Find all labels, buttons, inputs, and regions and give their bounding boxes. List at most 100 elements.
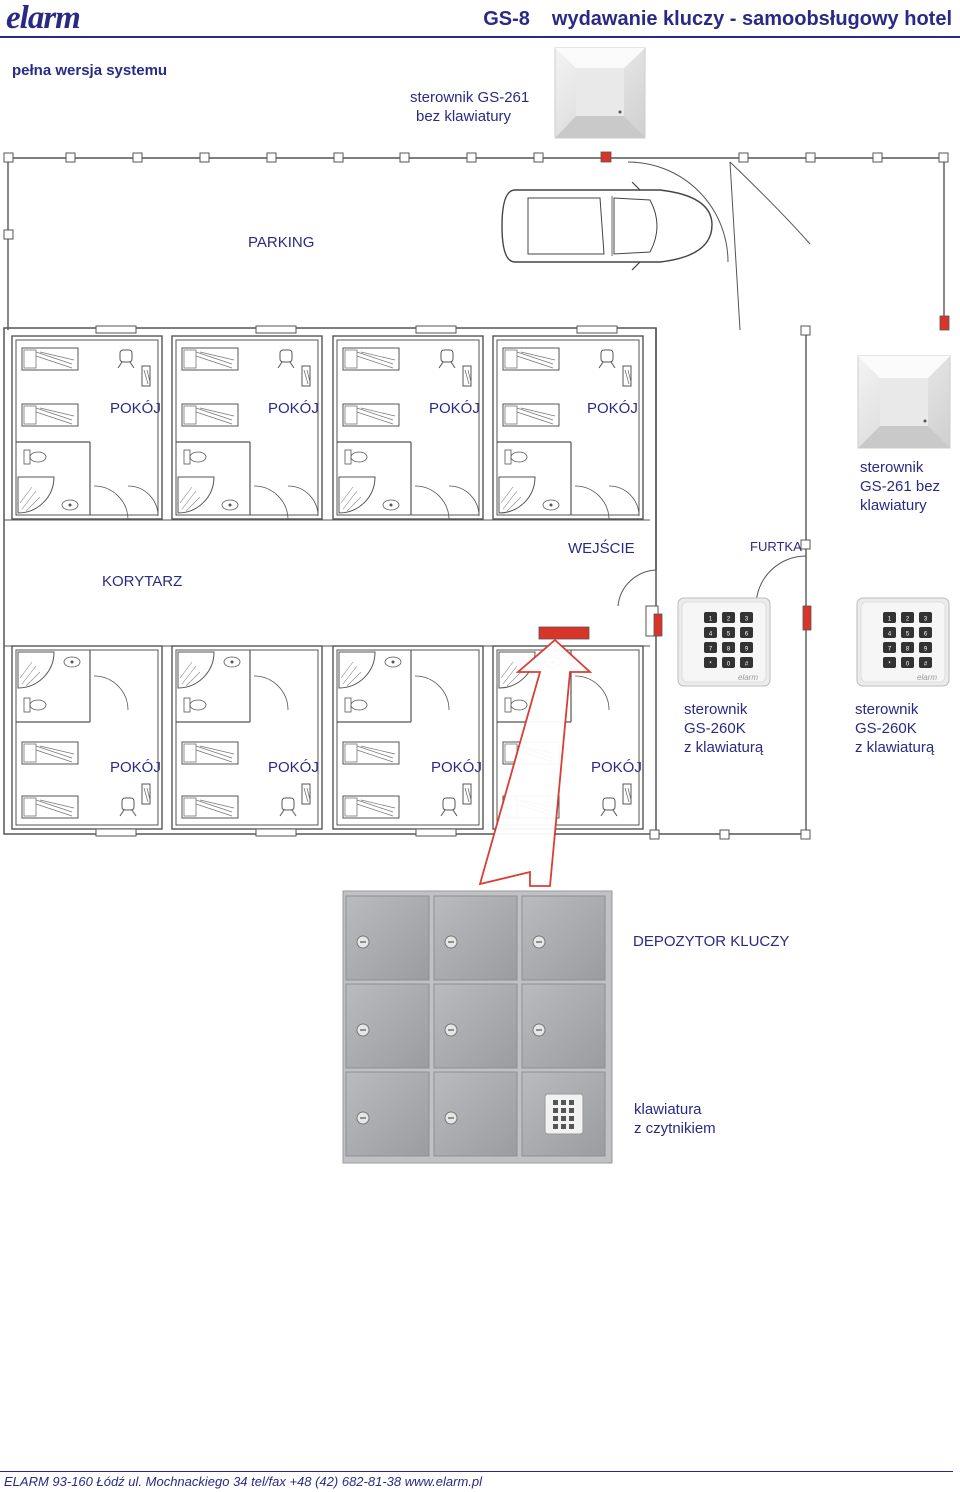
- keypad-1-brand: elarm: [738, 673, 758, 682]
- keypad-key-label: 1: [888, 617, 892, 623]
- keypad-key-label: 4: [888, 632, 892, 638]
- locker-door: [521, 1071, 606, 1157]
- keypad-key: [740, 612, 753, 623]
- keypad-key-label: 9: [924, 647, 928, 653]
- depository-keypad-line1: klawiatura: [634, 1101, 702, 1118]
- room-label: POKÓJ: [110, 400, 161, 417]
- locker-keypad-key: [553, 1108, 558, 1113]
- controller-gs261-top-icon: [554, 47, 646, 139]
- keypad-key: [740, 627, 753, 638]
- keypad-2-line1: sterownik: [855, 701, 919, 718]
- reader-right-top: [939, 315, 950, 331]
- keypad-key-label: 3: [924, 617, 928, 623]
- keypad-key-label: 2: [906, 617, 910, 623]
- locker-keypad-key: [553, 1100, 558, 1105]
- keypad-key: [722, 627, 735, 638]
- entrance-label: WEJŚCIE: [568, 540, 635, 557]
- keypad-1-line1: sterownik: [684, 701, 748, 718]
- keypad-key: [722, 657, 735, 668]
- keypad-key: [704, 627, 717, 638]
- locker-keypad-key: [561, 1100, 566, 1105]
- keypad-key: [740, 642, 753, 653]
- keypad-key-label: *: [709, 662, 712, 668]
- keypad-key-label: 4: [709, 632, 713, 638]
- keypad-key: [919, 627, 932, 638]
- keypad-key-label: 5: [727, 632, 731, 638]
- keypad-key: [901, 657, 914, 668]
- locker-keypad-key: [561, 1124, 566, 1129]
- keypad-key: [919, 657, 932, 668]
- keypad-key-label: 1: [709, 617, 713, 623]
- page-subtitle: pełna wersja systemu: [12, 62, 168, 79]
- keypad-key: [901, 612, 914, 623]
- locker-keypad-key: [561, 1116, 566, 1121]
- keypad-key-label: #: [924, 662, 928, 668]
- keypad-2-line2: GS-260K: [855, 720, 917, 737]
- car-icon: [501, 181, 713, 271]
- controller-gs261-right-icon: [857, 355, 951, 449]
- room-label: POKÓJ: [110, 759, 161, 776]
- keypad-key: [704, 642, 717, 653]
- keypad-key: [901, 642, 914, 653]
- keypad-key: [883, 642, 896, 653]
- locker-keypad-key: [553, 1116, 558, 1121]
- document-title: wydawanie kluczy - samoobsługowy hotel: [551, 8, 952, 30]
- depository-title: DEPOZYTOR KLUCZY: [633, 933, 790, 950]
- keypad-key-label: *: [888, 662, 891, 668]
- page-title: GS-8 wydawanie kluczy - samoobsługowy hot…: [483, 8, 952, 31]
- keypad-2-line3: z klawiaturą: [855, 739, 935, 756]
- locker-keypad-key: [569, 1124, 574, 1129]
- controller-right-line2: GS-261 bez: [860, 478, 941, 495]
- locker-keypad-key: [553, 1124, 558, 1129]
- controller-right-line3: klawiatury: [860, 497, 927, 514]
- controller-top-line2: bez klawiatury: [416, 108, 512, 125]
- keypad-key-label: 6: [745, 632, 749, 638]
- elarm-logo: elarm: [6, 0, 81, 36]
- header-divider: [0, 36, 960, 38]
- parking-label: PARKING: [248, 234, 315, 251]
- locker-keypad-key: [569, 1116, 574, 1121]
- arrow-icon: [478, 638, 593, 887]
- keypad-key: [704, 612, 717, 623]
- controller-right-line1: sterownik: [860, 459, 924, 476]
- corridor-label: KORYTARZ: [102, 573, 183, 590]
- keypad-1-line3: z klawiaturą: [684, 739, 764, 756]
- room-label: POKÓJ: [587, 400, 638, 417]
- keypad-key: [883, 657, 896, 668]
- keypad-key: [901, 627, 914, 638]
- keypad-key: [722, 612, 735, 623]
- keypad-key-label: 2: [727, 617, 731, 623]
- keypad-key: [722, 642, 735, 653]
- keypad-key-label: 0: [727, 662, 731, 668]
- reader-room: [538, 626, 590, 640]
- locker-keypad-key: [569, 1100, 574, 1105]
- keypad-key-label: #: [745, 662, 749, 668]
- keypad-key: [740, 657, 753, 668]
- controller-top-line1: sterownik GS-261: [410, 89, 530, 106]
- room-label: POKÓJ: [431, 759, 482, 776]
- footer-divider: [0, 1471, 953, 1472]
- document-code: GS-8: [483, 8, 530, 30]
- keypad-key-label: 8: [906, 647, 910, 653]
- locker-door: [521, 983, 606, 1069]
- keypad-key-label: 7: [888, 647, 892, 653]
- keypad-key-label: 9: [745, 647, 749, 653]
- depository-keypad-label: klawiatura z czytnikiem: [634, 1100, 716, 1138]
- gate-label: FURTKA: [750, 539, 802, 554]
- keypad-key-label: 0: [906, 662, 910, 668]
- keypad-key-label: 6: [924, 632, 928, 638]
- room-label: POKÓJ: [429, 400, 480, 417]
- reader-top: [600, 151, 612, 163]
- reader-gate: [802, 605, 812, 631]
- controller-right-label: sterownik GS-261 bez klawiatury: [860, 458, 940, 515]
- keypad-key: [883, 627, 896, 638]
- locker-keypad-key: [569, 1108, 574, 1113]
- room-label: POKÓJ: [268, 400, 319, 417]
- keypad-2-brand: elarm: [917, 673, 937, 682]
- keypad-1-line2: GS-260K: [684, 720, 746, 737]
- controller-top-label: sterownik GS-261 bez klawiatury: [410, 88, 529, 126]
- depository-keypad-line2: z czytnikiem: [634, 1120, 716, 1137]
- keypad-key: [883, 612, 896, 623]
